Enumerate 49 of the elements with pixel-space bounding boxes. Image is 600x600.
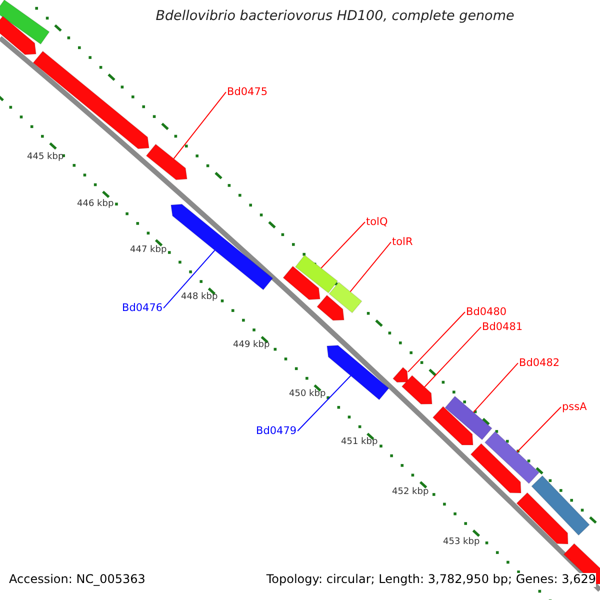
gene-feature: [316, 294, 344, 321]
gene-feature: [0, 0, 50, 45]
gene-label: pssA: [562, 401, 587, 414]
map-info-text: Topology: circular; Length: 3,782,950 bp; Genes: 3,629: [266, 573, 596, 587]
scale-label: 453 kbp: [443, 537, 480, 548]
map-info-text: Accession: NC_005363: [9, 573, 146, 587]
leader-line: [472, 362, 518, 413]
gene-label: Bd0476: [122, 302, 163, 314]
gene-feature: [470, 443, 522, 494]
gene-feature: [170, 204, 274, 290]
gene-feature: [563, 543, 600, 584]
leader-line: [163, 250, 216, 309]
scale-label: 452 kbp: [392, 487, 429, 498]
scale-label: 449 kbp: [233, 340, 270, 350]
gene-feature: [146, 144, 188, 180]
gene-feature: [401, 374, 432, 404]
map-title: Bdellovibrio bacteriovorus HD100, complete genome: [154, 9, 516, 25]
scale-label: 448 kbp: [181, 292, 218, 302]
gene-feature: [392, 366, 408, 383]
gene-label: tolQ: [366, 216, 388, 228]
gene-feature: [328, 282, 362, 314]
gene-label: Bd0475: [227, 86, 268, 98]
gene-feature: [516, 492, 568, 544]
scale-label: 450 kbp: [289, 389, 326, 400]
gene-label: Bd0482: [519, 357, 560, 370]
gene-label: Bd0480: [466, 306, 507, 318]
gene-feature: [0, 16, 36, 55]
gene-feature: [32, 50, 150, 150]
leader-line: [408, 312, 466, 372]
leader-line: [320, 222, 366, 269]
gene-feature: [294, 254, 338, 294]
gene-label: Bd0479: [256, 425, 297, 438]
gene-feature: [484, 430, 540, 484]
gene-feature: [531, 475, 590, 536]
scale-label: 445 kbp: [27, 152, 64, 162]
scale-label: 446 kbp: [77, 199, 114, 210]
gene-feature: [444, 396, 492, 440]
leader-line: [516, 406, 562, 453]
gene-feature: [432, 406, 474, 446]
gene-label: Bd0481: [482, 321, 523, 334]
leader-line: [424, 326, 482, 388]
leader-line: [350, 242, 392, 292]
leader-line: [297, 375, 352, 432]
leader-line: [173, 92, 226, 160]
gene-feature: [282, 266, 320, 300]
scale-label: 447 kbp: [130, 245, 167, 256]
gene-feature: [326, 345, 390, 400]
scale-label: 451 kbp: [341, 437, 378, 448]
gene-label: tolR: [392, 236, 413, 248]
